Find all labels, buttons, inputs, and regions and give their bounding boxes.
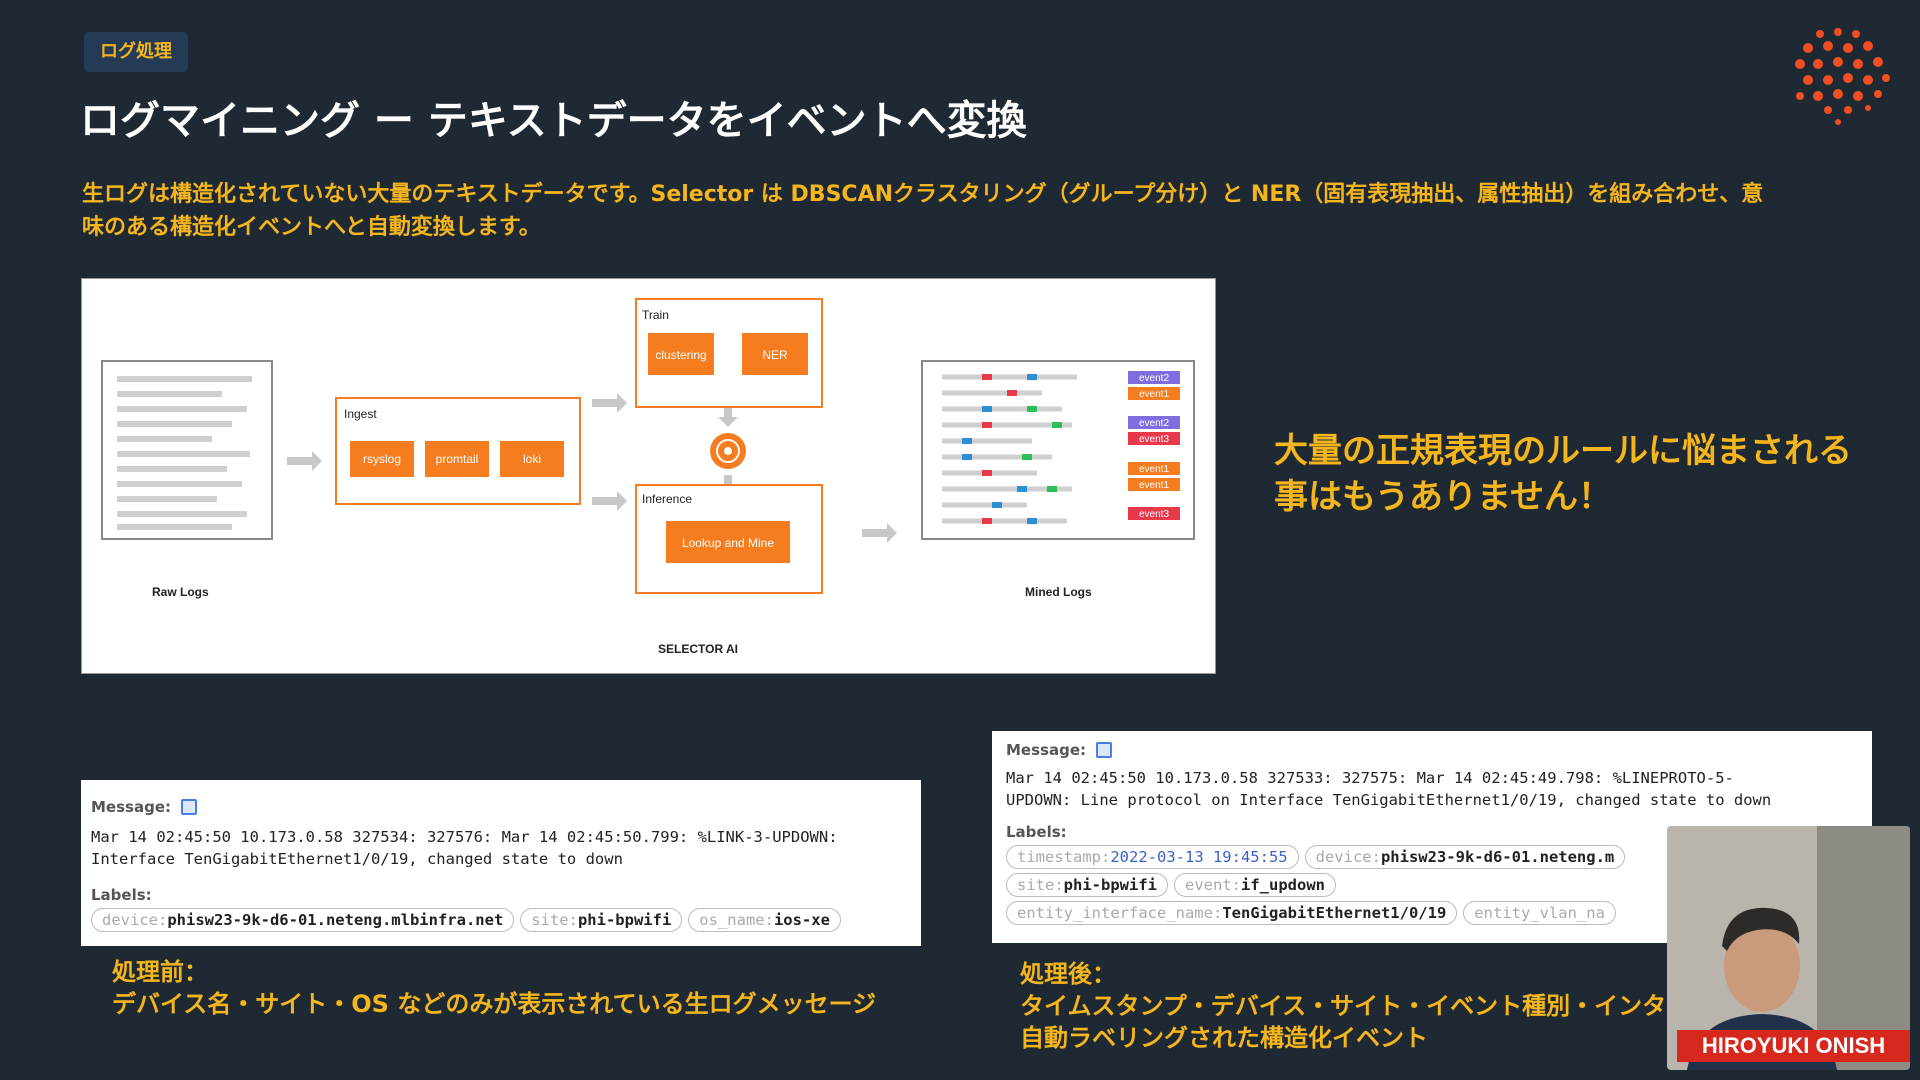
presenter-name: HIROYUKI ONISH: [1677, 1030, 1910, 1062]
inference-lookup: Lookup and Mine: [682, 536, 774, 550]
caption-after-text: 自動ラベリングされた構造化イベント: [1020, 1024, 1428, 1052]
raw-logs-label: Raw Logs: [152, 585, 209, 599]
label-chip-device[interactable]: device:phisw23-9k-d6-01.neteng.m: [1304, 845, 1626, 869]
log-message-line: UPDOWN: Line protocol on Interface TenGi…: [1006, 791, 1772, 809]
label-chip-site[interactable]: site:phi-bpwifi: [1006, 873, 1168, 897]
caption-after-title: 処理後：: [1020, 960, 1116, 988]
log-message-line: Mar 14 02:45:50 10.173.0.58 327533: 3275…: [1006, 769, 1734, 787]
pipeline-diagram: Raw Logs Ingest rsyslog promtail loki Tr…: [81, 278, 1216, 674]
message-label: Message:: [1006, 741, 1086, 759]
mined-logs-label: Mined Logs: [1025, 585, 1092, 599]
selector-logo-icon: [1795, 28, 1890, 125]
section-tag: ログ処理: [84, 32, 188, 72]
event-badge: event2: [1139, 373, 1169, 384]
mined-logs-icon: event2 event1 event2 event3 event1 event…: [921, 360, 1195, 540]
label-chip-interface[interactable]: entity_interface_name:TenGigabitEthernet…: [1006, 901, 1458, 925]
caption-before-title: 処理前：: [112, 958, 208, 986]
model-sync-icon: [710, 433, 746, 469]
train-label: Train: [642, 308, 669, 322]
ingest-label: Ingest: [344, 407, 377, 421]
event-badge: event3: [1139, 434, 1169, 445]
event-badge: event3: [1139, 509, 1169, 520]
train-clustering: clustering: [655, 348, 706, 362]
message-header: Message:: [91, 798, 911, 816]
label-chips-row: timestamp:2022-03-13 19:45:55 device:phi…: [1006, 845, 1862, 869]
train-ner: NER: [762, 348, 788, 362]
raw-logs-icon: [101, 360, 273, 540]
slide-title: ログマイニング ー テキストデータをイベントへ変換: [80, 98, 1027, 144]
intro-text: 生ログは構造化されていない大量のテキストデータです。Selector は DBS…: [82, 182, 1764, 240]
ingest-rsyslog: rsyslog: [363, 452, 401, 466]
label-chip-timestamp[interactable]: timestamp:2022-03-13 19:45:55: [1006, 845, 1299, 869]
event-badge: event1: [1139, 389, 1169, 400]
labels-title: Labels:: [91, 886, 152, 904]
event-badge: event1: [1139, 464, 1169, 475]
log-before-panel: Message: Mar 14 02:45:50 10.173.0.58 327…: [81, 780, 921, 946]
inference-label: Inference: [642, 492, 692, 506]
caption-after: 処理後： タイムスタンプ・デバイス・サイト・イベント種別・インターフェ 自動ラベ…: [1020, 958, 1690, 1054]
callout-text: 大量の正規表現のルールに悩まされる事はもうありません！: [1274, 431, 1852, 517]
log-message-line: Mar 14 02:45:50 10.173.0.58 327534: 3275…: [91, 828, 838, 846]
ingest-loki: loki: [523, 452, 541, 466]
caption-before-text: デバイス名・サイト・OS などのみが表示されている生ログメッセージ: [112, 990, 877, 1018]
event-badge: event1: [1139, 480, 1169, 491]
label-chips-row: site:phi-bpwifi event:if_updown: [1006, 873, 1862, 897]
label-chip-vlan[interactable]: entity_vlan_na: [1463, 901, 1616, 925]
label-chips: device:phisw23-9k-d6-01.neteng.mlbinfra.…: [91, 908, 911, 932]
selector-ai-label: SELECTOR AI: [658, 642, 738, 656]
label-chip-event[interactable]: event:if_updown: [1174, 873, 1336, 897]
labels-title: Labels:: [1006, 823, 1067, 841]
copy-icon[interactable]: [1096, 742, 1112, 758]
label-chip-site[interactable]: site:phi-bpwifi: [520, 908, 683, 932]
caption-after-text: タイムスタンプ・デバイス・サイト・イベント種別・インターフェ: [1020, 992, 1690, 1020]
log-message-line: Interface TenGigabitEthernet1/0/19, chan…: [91, 850, 623, 868]
message-label: Message:: [91, 798, 171, 816]
ingest-promtail: promtail: [436, 452, 479, 466]
label-chips-row: entity_interface_name:TenGigabitEthernet…: [1006, 901, 1862, 925]
message-header: Message:: [1006, 741, 1862, 759]
event-badge: event2: [1139, 418, 1169, 429]
caption-before: 処理前： デバイス名・サイト・OS などのみが表示されている生ログメッセージ: [112, 956, 876, 1020]
label-chip-device[interactable]: device:phisw23-9k-d6-01.neteng.mlbinfra.…: [91, 908, 515, 932]
label-chip-os[interactable]: os_name:ios-xe: [688, 908, 841, 932]
copy-icon[interactable]: [181, 799, 197, 815]
